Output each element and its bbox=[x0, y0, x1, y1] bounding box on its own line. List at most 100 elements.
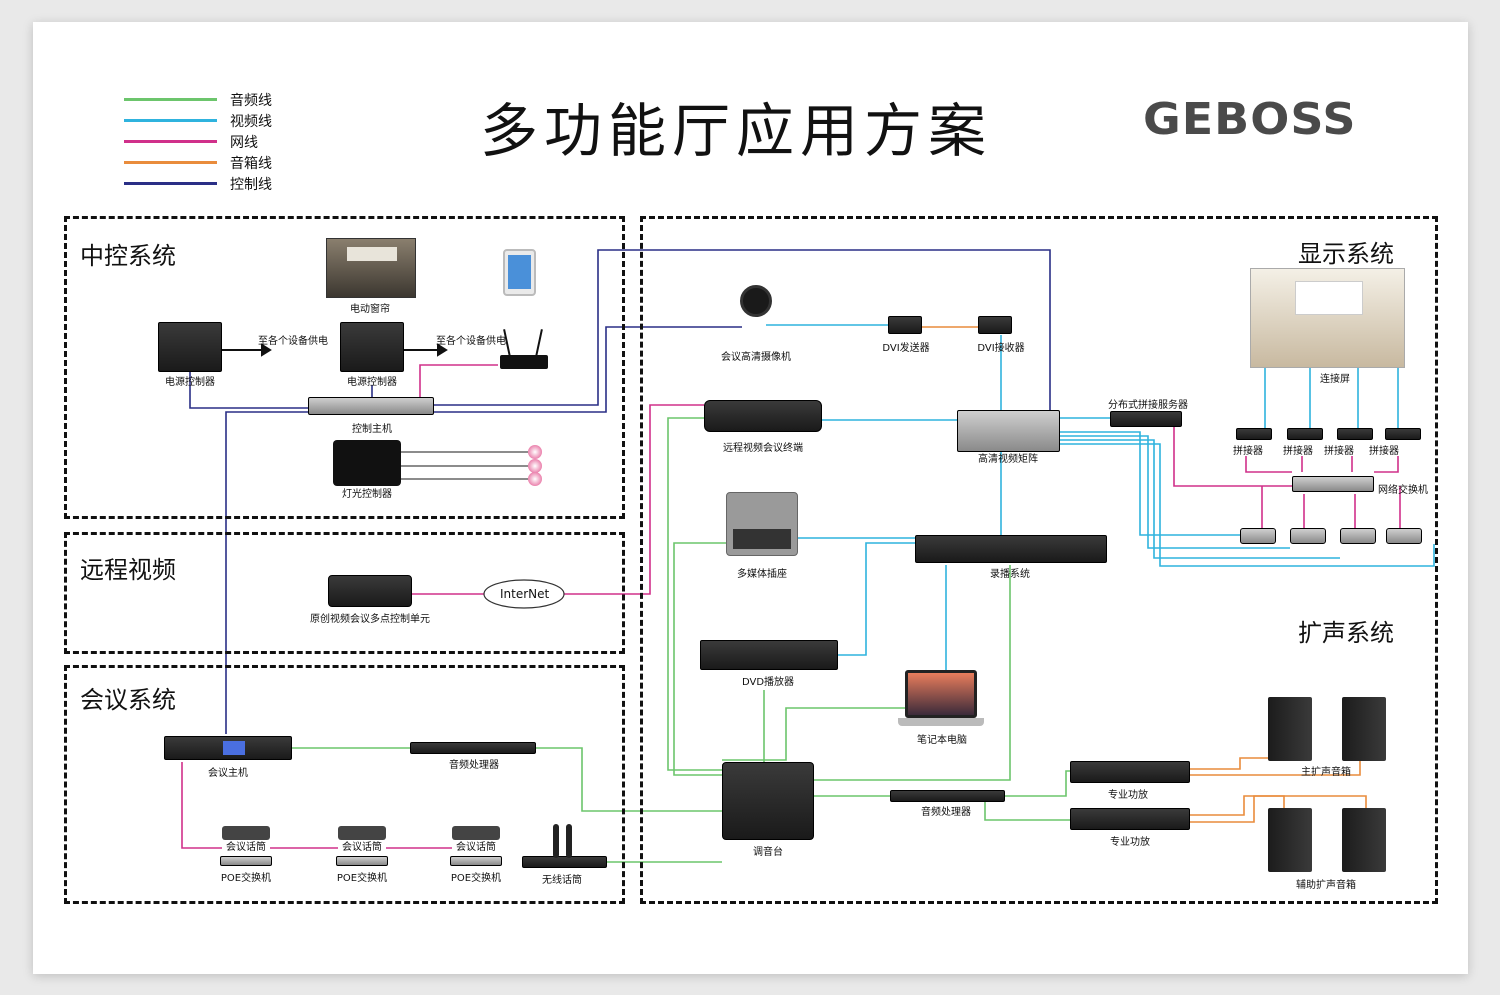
camera-icon bbox=[740, 285, 772, 317]
recording-system bbox=[915, 535, 1107, 563]
host-display bbox=[223, 741, 245, 755]
poe-switch-1 bbox=[220, 856, 272, 866]
device-label: 会议高清摄像机 bbox=[721, 352, 791, 363]
video-line bbox=[1060, 431, 1240, 536]
device-label: 拼接器 bbox=[1369, 446, 1399, 457]
internet-label: InterNet bbox=[500, 587, 550, 601]
device-label: POE交换机 bbox=[336, 873, 388, 884]
decoder-1 bbox=[1240, 528, 1276, 544]
device-label: 无线话筒 bbox=[542, 875, 582, 886]
decoder-3 bbox=[1340, 528, 1376, 544]
legend-swatch bbox=[124, 161, 217, 164]
device-label: 会议话筒 bbox=[456, 842, 496, 853]
bulb-icon bbox=[528, 459, 542, 473]
main-speaker-right bbox=[1342, 697, 1386, 761]
device-label: DVD播放器 bbox=[741, 677, 795, 688]
light-controller bbox=[333, 440, 401, 486]
network-line bbox=[1173, 424, 1292, 487]
internet-ellipse bbox=[483, 579, 565, 609]
legend-swatch bbox=[124, 140, 217, 143]
ceiling-light-shape bbox=[347, 247, 397, 261]
device-label: 辅助扩声音箱 bbox=[1296, 880, 1356, 891]
splicer-2 bbox=[1287, 428, 1323, 440]
control-line bbox=[189, 370, 308, 409]
device-label: 专业功放 bbox=[1110, 837, 1150, 848]
device-label: 音频处理器 bbox=[921, 807, 971, 818]
legend-label: 视频线 bbox=[230, 114, 272, 130]
decoder-2 bbox=[1290, 528, 1326, 544]
tablet-icon bbox=[503, 249, 536, 296]
power-controller-2 bbox=[340, 322, 404, 372]
mic-pair-2 bbox=[338, 826, 386, 840]
mic-pair-1 bbox=[222, 826, 270, 840]
legend-label: 网线 bbox=[230, 135, 258, 151]
device-label: 电源控制器 bbox=[165, 377, 215, 388]
audio-line bbox=[536, 747, 722, 812]
audio-line bbox=[984, 800, 1070, 821]
audio-line bbox=[667, 417, 722, 771]
dvd-player bbox=[700, 640, 838, 670]
device-label: 至各个设备供电 bbox=[258, 336, 328, 347]
audio-processor-2 bbox=[890, 790, 1005, 802]
laptop-screen bbox=[905, 670, 977, 718]
dvi-transmitter bbox=[888, 316, 922, 334]
section-label-remote: 远程视频 bbox=[80, 556, 176, 584]
section-label-central: 中控系统 bbox=[80, 242, 176, 270]
hd-video-matrix bbox=[957, 410, 1060, 452]
device-label: POE交换机 bbox=[220, 873, 272, 884]
device-label: 专业功放 bbox=[1108, 790, 1148, 801]
audio-line bbox=[1005, 770, 1070, 797]
control-host bbox=[308, 397, 434, 415]
brand-logo: GEBOSS bbox=[1143, 93, 1357, 145]
poe-switch-3 bbox=[450, 856, 502, 866]
network-line bbox=[419, 364, 498, 400]
device-label: 灯光控制器 bbox=[342, 489, 392, 500]
legend-label: 音箱线 bbox=[230, 156, 272, 172]
poe-switch-2 bbox=[336, 856, 388, 866]
bulb-icon bbox=[528, 472, 542, 486]
page-title: 多功能厅应用方案 bbox=[480, 97, 993, 165]
main-speaker-left bbox=[1268, 697, 1312, 761]
legend-label: 控制线 bbox=[230, 177, 272, 193]
device-label: 拼接器 bbox=[1324, 446, 1354, 457]
video-line bbox=[1060, 439, 1340, 559]
socket-panel bbox=[733, 529, 791, 549]
audio-line bbox=[722, 565, 1011, 781]
legend-swatch bbox=[124, 182, 217, 185]
splicer-4 bbox=[1385, 428, 1421, 440]
router-icon bbox=[500, 329, 548, 369]
device-label: 电动窗帘 bbox=[350, 304, 390, 315]
device-label: 主扩声音箱 bbox=[1301, 767, 1351, 778]
aux-speaker-left bbox=[1268, 808, 1312, 872]
bulb-icon bbox=[528, 445, 542, 459]
speaker-line bbox=[1190, 757, 1284, 770]
projection-screen bbox=[1295, 281, 1363, 315]
device-label: 多媒体插座 bbox=[737, 569, 787, 580]
media-socket bbox=[726, 492, 798, 556]
network-line bbox=[1245, 456, 1292, 473]
section-remote-video bbox=[64, 532, 625, 654]
network-switch bbox=[1292, 476, 1374, 492]
mic-pair-3 bbox=[452, 826, 500, 840]
splicer-1 bbox=[1236, 428, 1272, 440]
legend-swatch bbox=[124, 119, 217, 122]
control-line bbox=[225, 411, 308, 734]
conference-room-screen bbox=[1250, 268, 1405, 368]
audio-line bbox=[722, 707, 905, 761]
device-label: 分布式拼接服务器 bbox=[1108, 400, 1188, 411]
device-label: 会议话筒 bbox=[226, 842, 266, 853]
device-label: 高清视频矩阵 bbox=[978, 454, 1038, 465]
device-label: 控制主机 bbox=[352, 424, 392, 435]
handheld-mic-icon bbox=[566, 824, 572, 858]
section-meeting bbox=[64, 665, 625, 904]
network-line bbox=[1374, 456, 1399, 473]
network-line bbox=[181, 762, 222, 849]
legend-swatch bbox=[124, 98, 217, 101]
section-label-audio: 扩声系统 bbox=[1298, 619, 1394, 647]
device-label: 连接屏 bbox=[1320, 374, 1350, 385]
section-display-audio bbox=[640, 216, 1438, 904]
section-central-control bbox=[64, 216, 625, 519]
mcu-unit bbox=[328, 575, 412, 607]
power-amplifier-1 bbox=[1070, 761, 1190, 783]
laptop-base bbox=[898, 718, 984, 726]
